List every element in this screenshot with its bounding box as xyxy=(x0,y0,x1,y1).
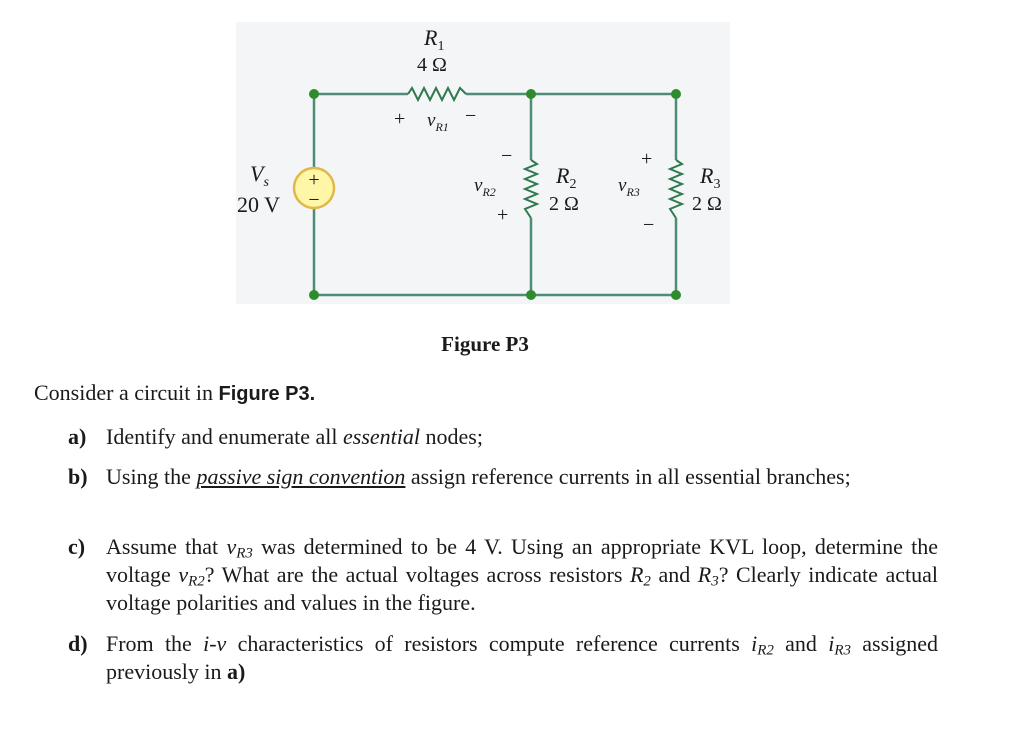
source-minus-sign: − xyxy=(308,189,319,211)
problem-intro: Consider a circuit in Figure P3. xyxy=(34,380,315,406)
r2-plus: + xyxy=(497,204,508,226)
intro-figure-ref: Figure P3. xyxy=(218,383,316,405)
question-c-var-vr3: vR3 xyxy=(226,534,253,562)
question-c-var-r2: R2 xyxy=(629,562,651,590)
question-c-text-5: ? Clearly indicate actual voltage polari… xyxy=(106,562,938,615)
question-d-text-4: assigned previously in xyxy=(106,631,939,684)
resistors xyxy=(407,85,685,219)
question-b-text-2: assign reference currents in all essenti… xyxy=(410,464,851,489)
question-b-label: b) xyxy=(68,464,88,489)
question-a-emphasis: essential xyxy=(343,424,421,449)
question-a-label: a) xyxy=(68,424,87,449)
question-d-ref: a) xyxy=(227,659,246,684)
resistor-r2-zigzag xyxy=(522,159,540,219)
question-c-text-2: was determined to be 4 V. Using an appro… xyxy=(106,534,938,587)
node-bottom-left xyxy=(309,290,319,300)
r2-voltage-label: vR2 xyxy=(474,175,496,199)
r1-minus: − xyxy=(465,105,476,127)
node-top-left xyxy=(309,89,319,99)
r1-value: 4 Ω xyxy=(417,54,447,76)
intro-text: Consider a circuit in xyxy=(34,380,214,405)
question-c-var-r3: R3 xyxy=(697,562,719,590)
question-d-text-1: From the xyxy=(106,631,192,656)
question-d-iv: i-v xyxy=(203,631,227,656)
wires xyxy=(312,92,678,297)
question-c-label: c) xyxy=(68,534,86,559)
r3-label: R3 xyxy=(699,163,720,192)
r3-minus: − xyxy=(643,214,654,236)
question-d-text-2: characteristics of resistors compute ref… xyxy=(237,631,740,656)
node-top-mid xyxy=(526,89,536,99)
figure-panel xyxy=(236,22,730,304)
node-bottom-right xyxy=(671,290,681,300)
question-b-emphasis: passive sign convention xyxy=(196,464,406,489)
source-value: 20 V xyxy=(237,192,280,217)
resistor-r1-zigzag xyxy=(407,85,467,103)
r1-label: R1 xyxy=(423,25,444,54)
question-c-text-4: and xyxy=(658,562,691,587)
r3-value: 2 Ω xyxy=(692,193,722,215)
question-c: c) Assume that vR3 was determined to be … xyxy=(68,533,938,617)
figure-caption: Figure P3 xyxy=(441,332,529,356)
question-d-label: d) xyxy=(68,631,88,656)
question-a-text-1: Identify and enumerate all xyxy=(106,424,338,449)
question-b: b) Using the passive sign convention ass… xyxy=(68,463,938,491)
nodes xyxy=(309,89,681,300)
question-a-text-2: nodes; xyxy=(425,424,483,449)
r2-label: R2 xyxy=(555,163,576,192)
question-b-text-1: Using the xyxy=(106,464,191,489)
r2-minus: − xyxy=(501,145,512,167)
question-c-text-3: ? What are the actual voltages across re… xyxy=(204,562,623,587)
r3-voltage-label: vR3 xyxy=(618,175,640,199)
voltage-source: + − xyxy=(292,166,336,211)
resistor-r3-zigzag xyxy=(667,159,685,219)
question-d: d) From the i-v characteristics of resis… xyxy=(68,630,939,686)
r1-voltage-label: vR1 xyxy=(427,110,449,134)
source-label: Vs xyxy=(250,161,269,190)
question-c-var-vr2: vR2 xyxy=(178,562,205,590)
question-d-text-3: and xyxy=(785,631,817,656)
voltage-source-symbol xyxy=(292,166,336,210)
r2-value: 2 Ω xyxy=(549,193,579,215)
node-top-right xyxy=(671,89,681,99)
question-a: a) Identify and enumerate all essential … xyxy=(68,423,938,451)
source-plus-sign: + xyxy=(308,169,319,191)
question-c-text-1: Assume that xyxy=(106,534,219,559)
question-d-var-ir3: iR3 xyxy=(828,631,851,659)
r1-plus: + xyxy=(394,108,405,130)
circuit-figure: + − R1 4 Ω + vR1 − Vs 20 V − vR2 + R2 2 … xyxy=(236,22,730,304)
node-bottom-mid xyxy=(526,290,536,300)
question-d-var-ir2: iR2 xyxy=(751,631,774,659)
r3-plus: + xyxy=(641,148,652,170)
